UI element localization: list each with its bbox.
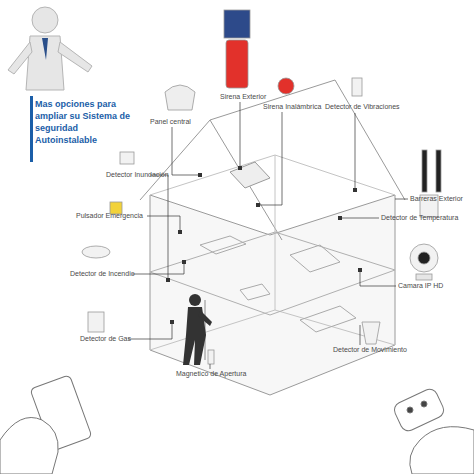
hand: [410, 427, 474, 474]
hand-remote: [392, 387, 474, 474]
title-bar: [30, 96, 33, 162]
flood-sensor: [120, 152, 134, 164]
leader-line: [240, 102, 241, 168]
bed: [200, 236, 246, 254]
motion-sensor: [362, 322, 380, 344]
remote-button: [421, 401, 427, 407]
dormer-window: [230, 162, 270, 188]
roof-ridge: [210, 80, 405, 200]
device-label: Panel central: [150, 118, 191, 126]
device-label: Detector de Gas: [80, 335, 131, 343]
smoke-detector: [82, 246, 110, 258]
device-label: Detector de Movimiento: [333, 346, 407, 354]
device-label: Detector Inundación: [106, 171, 169, 179]
leader-line: [147, 216, 180, 232]
device-label: Magnetico de Apertura: [176, 370, 246, 378]
leader-line: [360, 325, 361, 345]
mascot-tie: [42, 38, 48, 60]
leader-end: [198, 173, 202, 177]
leader-lines: [128, 102, 408, 369]
hand: [0, 418, 58, 474]
roof-gable: [140, 120, 282, 240]
leader-end: [238, 166, 242, 170]
leader-end: [358, 268, 362, 272]
mascot-arm: [58, 42, 92, 72]
promo-title: Mas opciones para ampliar su Sistema de …: [35, 98, 133, 146]
mascot-figure: [8, 7, 92, 90]
leader-end: [170, 320, 174, 324]
leader-line: [360, 270, 396, 286]
ip-camera: [410, 244, 438, 272]
vibration-sensor: [352, 78, 362, 96]
device-label: Barreras Exterior: [410, 195, 463, 203]
leader-end: [166, 278, 170, 282]
leader-line: [172, 127, 200, 175]
gas-detector: [88, 312, 104, 332]
device-label: Detector de Temperatura: [381, 214, 458, 222]
hand-phone: [0, 375, 92, 474]
leader-line: [258, 112, 282, 205]
leader-line: [395, 199, 408, 200]
camera-base: [416, 274, 432, 280]
leader-line: [128, 322, 172, 339]
leader-line: [340, 218, 379, 219]
floor-line: [275, 310, 395, 345]
leader-line: [355, 113, 356, 190]
door-contact: [208, 350, 214, 364]
solar-panel: [224, 10, 250, 38]
leader-end: [338, 216, 342, 220]
wireless-siren: [278, 78, 294, 94]
barrier-post: [436, 150, 441, 192]
panel-device: [165, 85, 195, 110]
device-label: Camara IP HD: [398, 282, 443, 290]
device-label: Sirena Inalámbrica: [263, 103, 321, 111]
mascot-body: [26, 36, 64, 90]
intruder-head: [189, 294, 201, 306]
barrier-post: [422, 150, 427, 192]
intruder-arm: [198, 310, 212, 326]
siren-device: [226, 40, 248, 88]
mascot-arm: [8, 42, 32, 74]
back-corner: [150, 155, 275, 350]
leader-end: [182, 260, 186, 264]
leader-end: [256, 203, 260, 207]
upper-floor: [150, 232, 395, 315]
devices: [82, 10, 441, 364]
remote: [392, 387, 446, 434]
stairs: [290, 245, 340, 272]
leader-line: [150, 175, 168, 280]
leader-line: [132, 262, 184, 274]
remote-button: [407, 407, 413, 413]
device-label: Sirena Exterior: [220, 93, 266, 101]
table: [240, 284, 270, 300]
leader-ends: [166, 166, 362, 324]
device-label: Detector de Incendio: [70, 270, 135, 278]
mascot-head: [32, 7, 58, 33]
leader-line: [210, 364, 211, 369]
leader-end: [353, 188, 357, 192]
device-label: Pulsador Emergencia: [76, 212, 143, 220]
sofa: [300, 306, 356, 332]
device-label: Detector de Vibraciones: [325, 103, 400, 111]
camera-lens: [418, 252, 430, 264]
leader-end: [178, 230, 182, 234]
